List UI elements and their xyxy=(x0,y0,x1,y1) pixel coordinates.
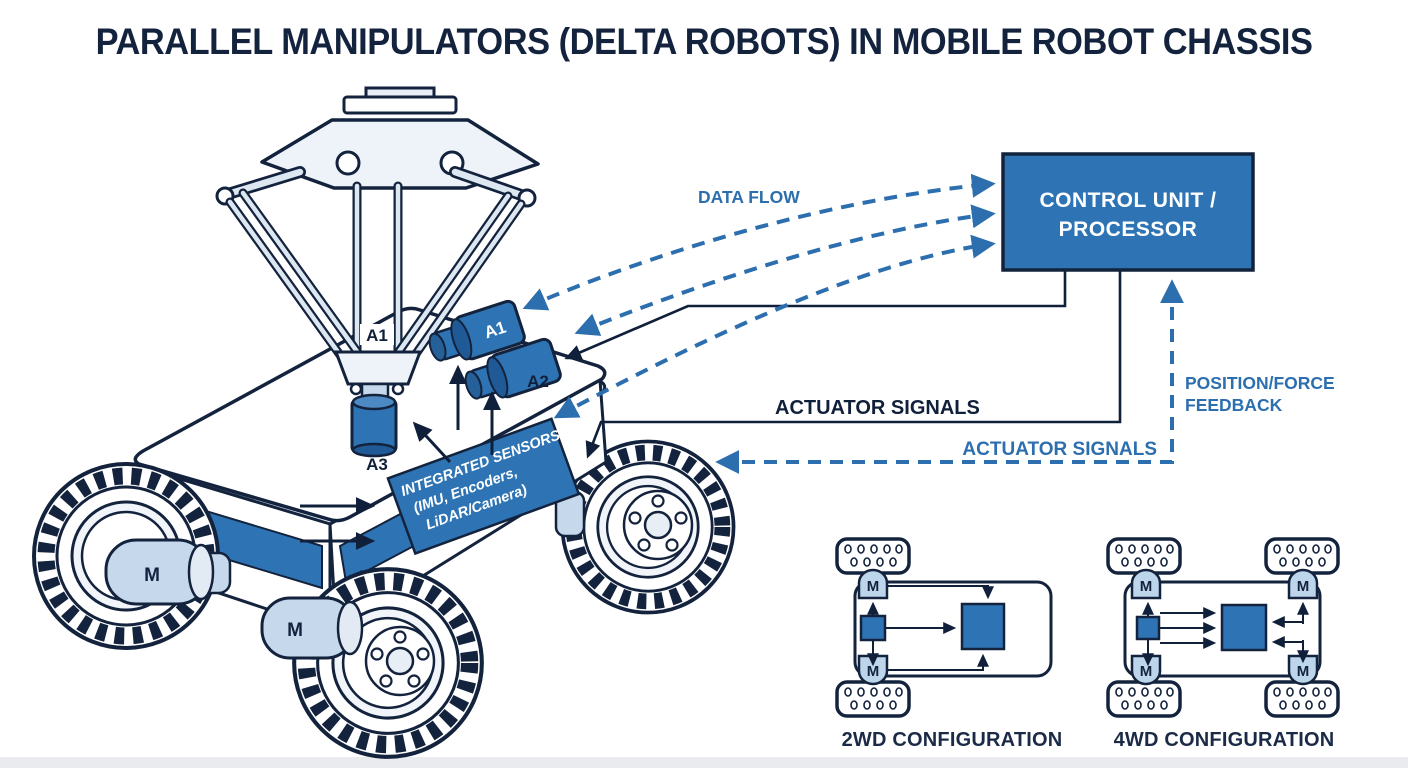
mini-motor-2wd-top: M xyxy=(867,578,880,595)
internal-signal-arrows xyxy=(300,364,501,550)
motor-rear-label: M xyxy=(287,620,303,641)
actuator-signals-label: ACTUATOR SIGNALS xyxy=(775,397,980,419)
actuator-signal-line-top xyxy=(564,270,1067,360)
config-4wd: M M M M 4WD CONFIGURATION xyxy=(1106,537,1340,751)
mini-controller-2wd xyxy=(859,614,887,642)
delta-spider-plate xyxy=(260,118,540,190)
actuator-signals-return-label: ACTUATOR SIGNALS xyxy=(962,439,1157,460)
page-title: PARALLEL MANIPULATORS (DELTA ROBOTS) IN … xyxy=(96,21,1313,62)
caption-2wd: 2WD CONFIGURATION xyxy=(842,729,1063,751)
motor-front-hub: M xyxy=(104,538,232,606)
mini-processor-4wd xyxy=(1220,603,1268,652)
ground-strip xyxy=(0,757,1408,768)
delta-joint-left xyxy=(335,150,361,176)
delta-base-plate xyxy=(342,95,458,115)
mini-motor-4wd-bl: M xyxy=(1140,663,1153,680)
feedback-loop-line xyxy=(715,279,1184,474)
feedback-label-line1: POSITION/FORCE xyxy=(1185,373,1335,393)
actuator-a3-label: A3 xyxy=(366,455,388,474)
motor-front-label: M xyxy=(144,565,160,586)
config-2wd: M M 2WD CONFIGURATION xyxy=(835,537,1063,751)
data-flow-label: DATA FLOW xyxy=(698,187,800,207)
mobile-robot-illustration: INTEGRATED SENSORS (IMU, Encoders, LiDAR… xyxy=(34,86,734,757)
actuator-a1: A1 xyxy=(428,299,526,362)
caption-4wd: 4WD CONFIGURATION xyxy=(1114,729,1335,751)
mini-processor-2wd xyxy=(960,602,1006,651)
control-unit-line2: PROCESSOR xyxy=(1059,218,1198,241)
mini-arrows-2wd xyxy=(867,585,994,671)
motor-rear-hub: M xyxy=(260,596,364,660)
delta-manipulator: A1 xyxy=(215,86,540,402)
mini-motor-2wd-bottom: M xyxy=(867,663,880,680)
actuator-a3 xyxy=(350,393,398,458)
end-effector xyxy=(333,350,423,386)
actuator-a2-label: A2 xyxy=(527,372,549,391)
data-flow-curve-3 xyxy=(553,234,996,419)
control-unit-line1: CONTROL UNIT / xyxy=(1040,189,1217,212)
actuator-a2 xyxy=(464,337,562,400)
mini-motor-4wd-tr: M xyxy=(1297,578,1310,595)
delta-joint-a1-label: A1 xyxy=(366,326,388,345)
label-backplate xyxy=(360,324,394,345)
mini-controller-4wd xyxy=(1135,615,1161,641)
control-unit-box: CONTROL UNIT / PROCESSOR xyxy=(1001,152,1255,272)
mini-motor-4wd-br: M xyxy=(1297,663,1310,680)
mini-arrows-4wd xyxy=(1142,601,1309,667)
data-flow-curve-2 xyxy=(574,204,996,336)
mini-motor-4wd-tl: M xyxy=(1140,578,1153,595)
feedback-label-line2: FEEDBACK xyxy=(1185,395,1283,415)
